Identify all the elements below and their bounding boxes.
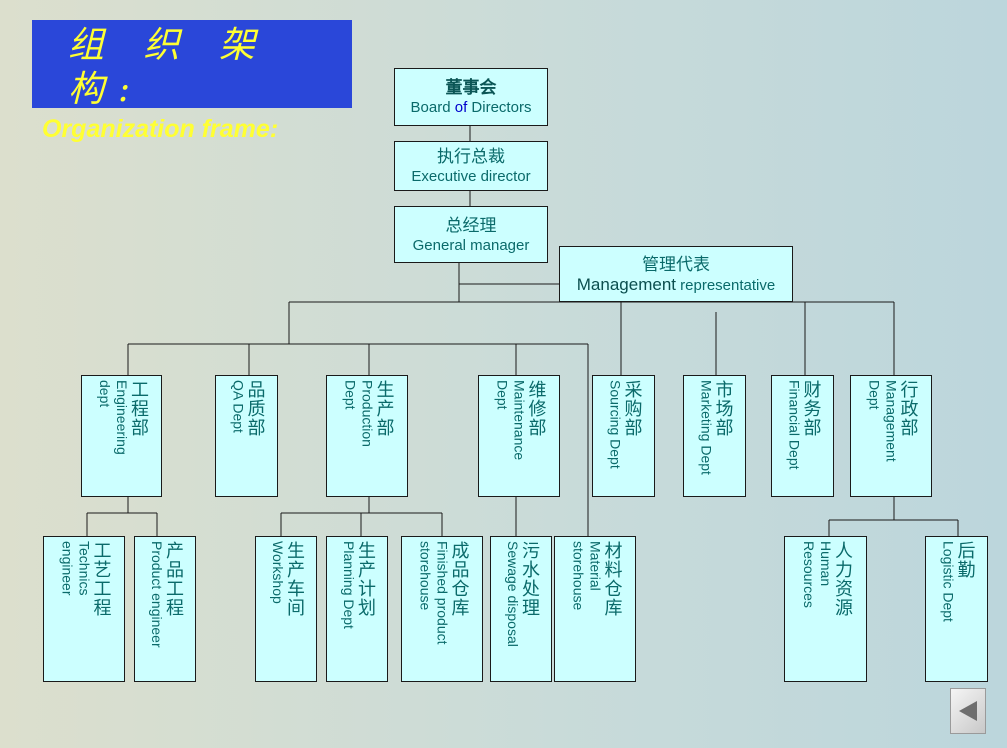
board-of-directors-box: 董事会 Board of Directors <box>394 68 548 126</box>
sub-human-resources: 人力资源 Human Resources <box>784 536 867 682</box>
management-representative-box: 管理代表 Management representative <box>559 246 793 302</box>
triangle-left-icon <box>959 701 977 721</box>
title-chinese: 组 织 架 构: <box>68 25 269 110</box>
dept-qa: 品质部 QA Dept <box>215 375 278 497</box>
board-en: Board of Directors <box>410 99 532 116</box>
dept-financial: 财务部 Financial Dept <box>771 375 834 497</box>
sub-technics-engineer: 工艺工程 Technics engineer <box>43 536 125 682</box>
dept-administration: 行政部 Management Dept <box>850 375 932 497</box>
dept-production: 生产部 Production Dept <box>326 375 408 497</box>
sub-workshop: 生产车间 Workshop <box>255 536 317 682</box>
dept-marketing: 市场部 Marketing Dept <box>683 375 746 497</box>
board-zh: 董事会 <box>445 78 497 97</box>
sub-finished-product-storehouse: 成品仓库 Finished product storehouse <box>401 536 483 682</box>
exec-zh: 执行总裁 <box>437 147 505 166</box>
title-english: Organization frame: <box>42 115 279 143</box>
executive-director-box: 执行总裁 Executive director <box>394 141 548 191</box>
gm-en: General manager <box>412 236 530 254</box>
sub-material-storehouse: 材料仓库 Material storehouse <box>554 536 636 682</box>
sub-product-engineer: 产品工程 Product engineer <box>134 536 196 682</box>
sub-logistic-dept: 后勤 Logistic Dept <box>925 536 988 682</box>
sub-sewage-disposal: 污水处理 Sewage disposal <box>490 536 552 682</box>
dept-engineering: 工程部 Engineering dept <box>81 375 162 497</box>
mgmt-rep-en: Management representative <box>576 274 776 294</box>
gm-zh: 总经理 <box>445 215 497 235</box>
mgmt-rep-zh: 管理代表 <box>642 254 710 274</box>
title-banner: 组 织 架 构: Organization frame: <box>32 20 352 143</box>
general-manager-box: 总经理 General manager <box>394 206 548 263</box>
previous-slide-button[interactable] <box>950 688 986 734</box>
sub-planning-dept: 生产计划 Planning Dept <box>326 536 388 682</box>
dept-maintenance: 维修部 Maintenance Dept <box>478 375 560 497</box>
exec-en: Executive director <box>411 168 531 185</box>
dept-sourcing: 采购部 Sourcing Dept <box>592 375 655 497</box>
